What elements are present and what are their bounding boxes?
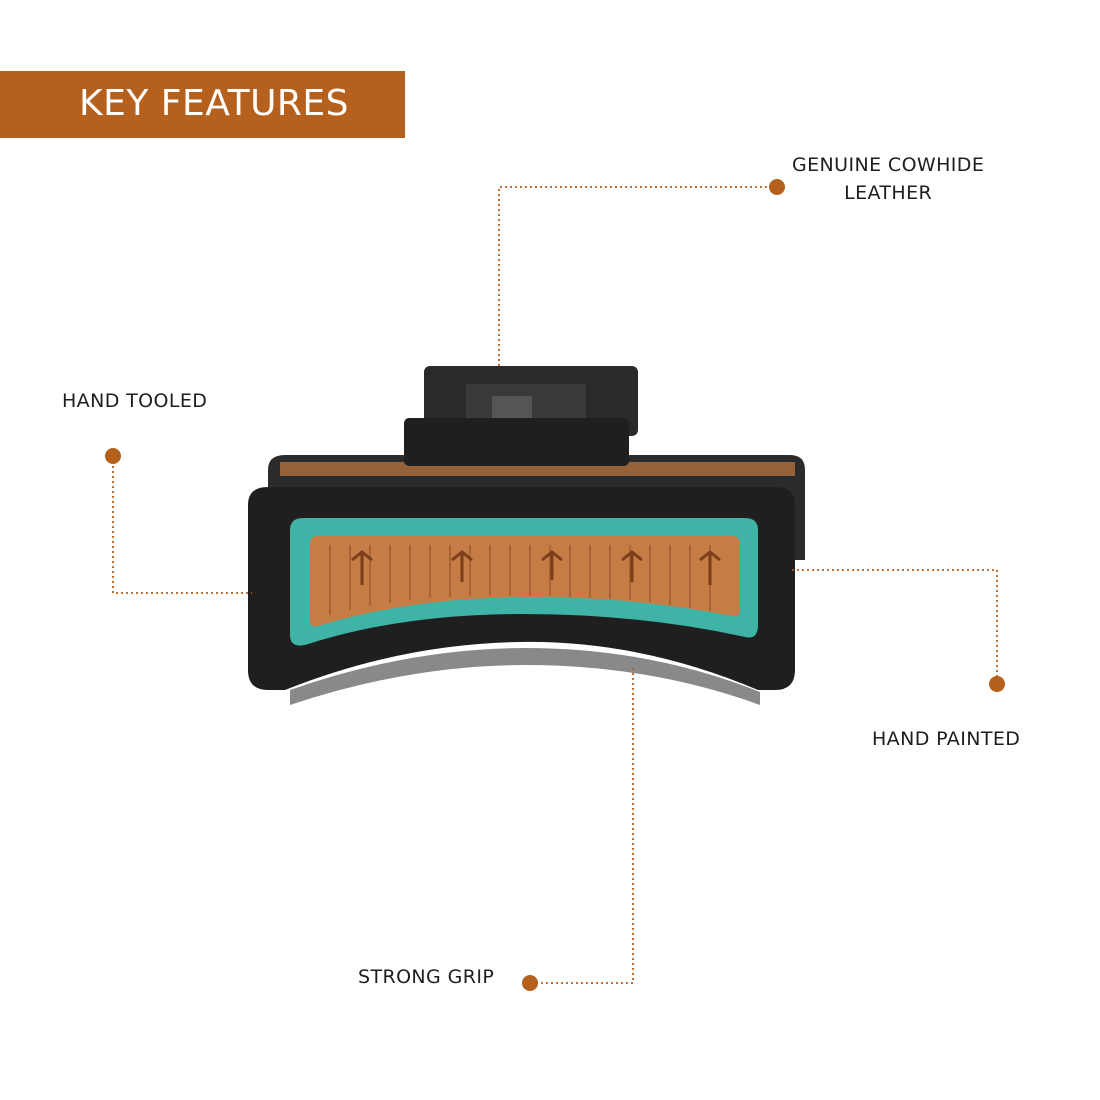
feature-label-hand-painted: HAND PAINTED: [872, 728, 1021, 750]
feature-label-cowhide: GENUINE COWHIDE LEATHER: [792, 151, 984, 207]
feature-cowhide-line2: LEATHER: [844, 182, 933, 204]
banner-title: KEY FEATURES: [79, 83, 350, 124]
callout-lines: [112, 186, 998, 984]
claw-hair-clip-image: [248, 366, 805, 705]
feature-cowhide-line1: GENUINE COWHIDE: [792, 154, 985, 176]
dot-marker-cowhide: [769, 179, 785, 195]
key-features-banner: [0, 71, 405, 138]
feature-label-hand-tooled: HAND TOOLED: [62, 390, 208, 412]
dot-marker-painted: [989, 676, 1005, 692]
feature-label-strong-grip: STRONG GRIP: [358, 966, 495, 988]
dot-marker-tooled: [105, 448, 121, 464]
dot-marker-grip: [522, 975, 538, 991]
